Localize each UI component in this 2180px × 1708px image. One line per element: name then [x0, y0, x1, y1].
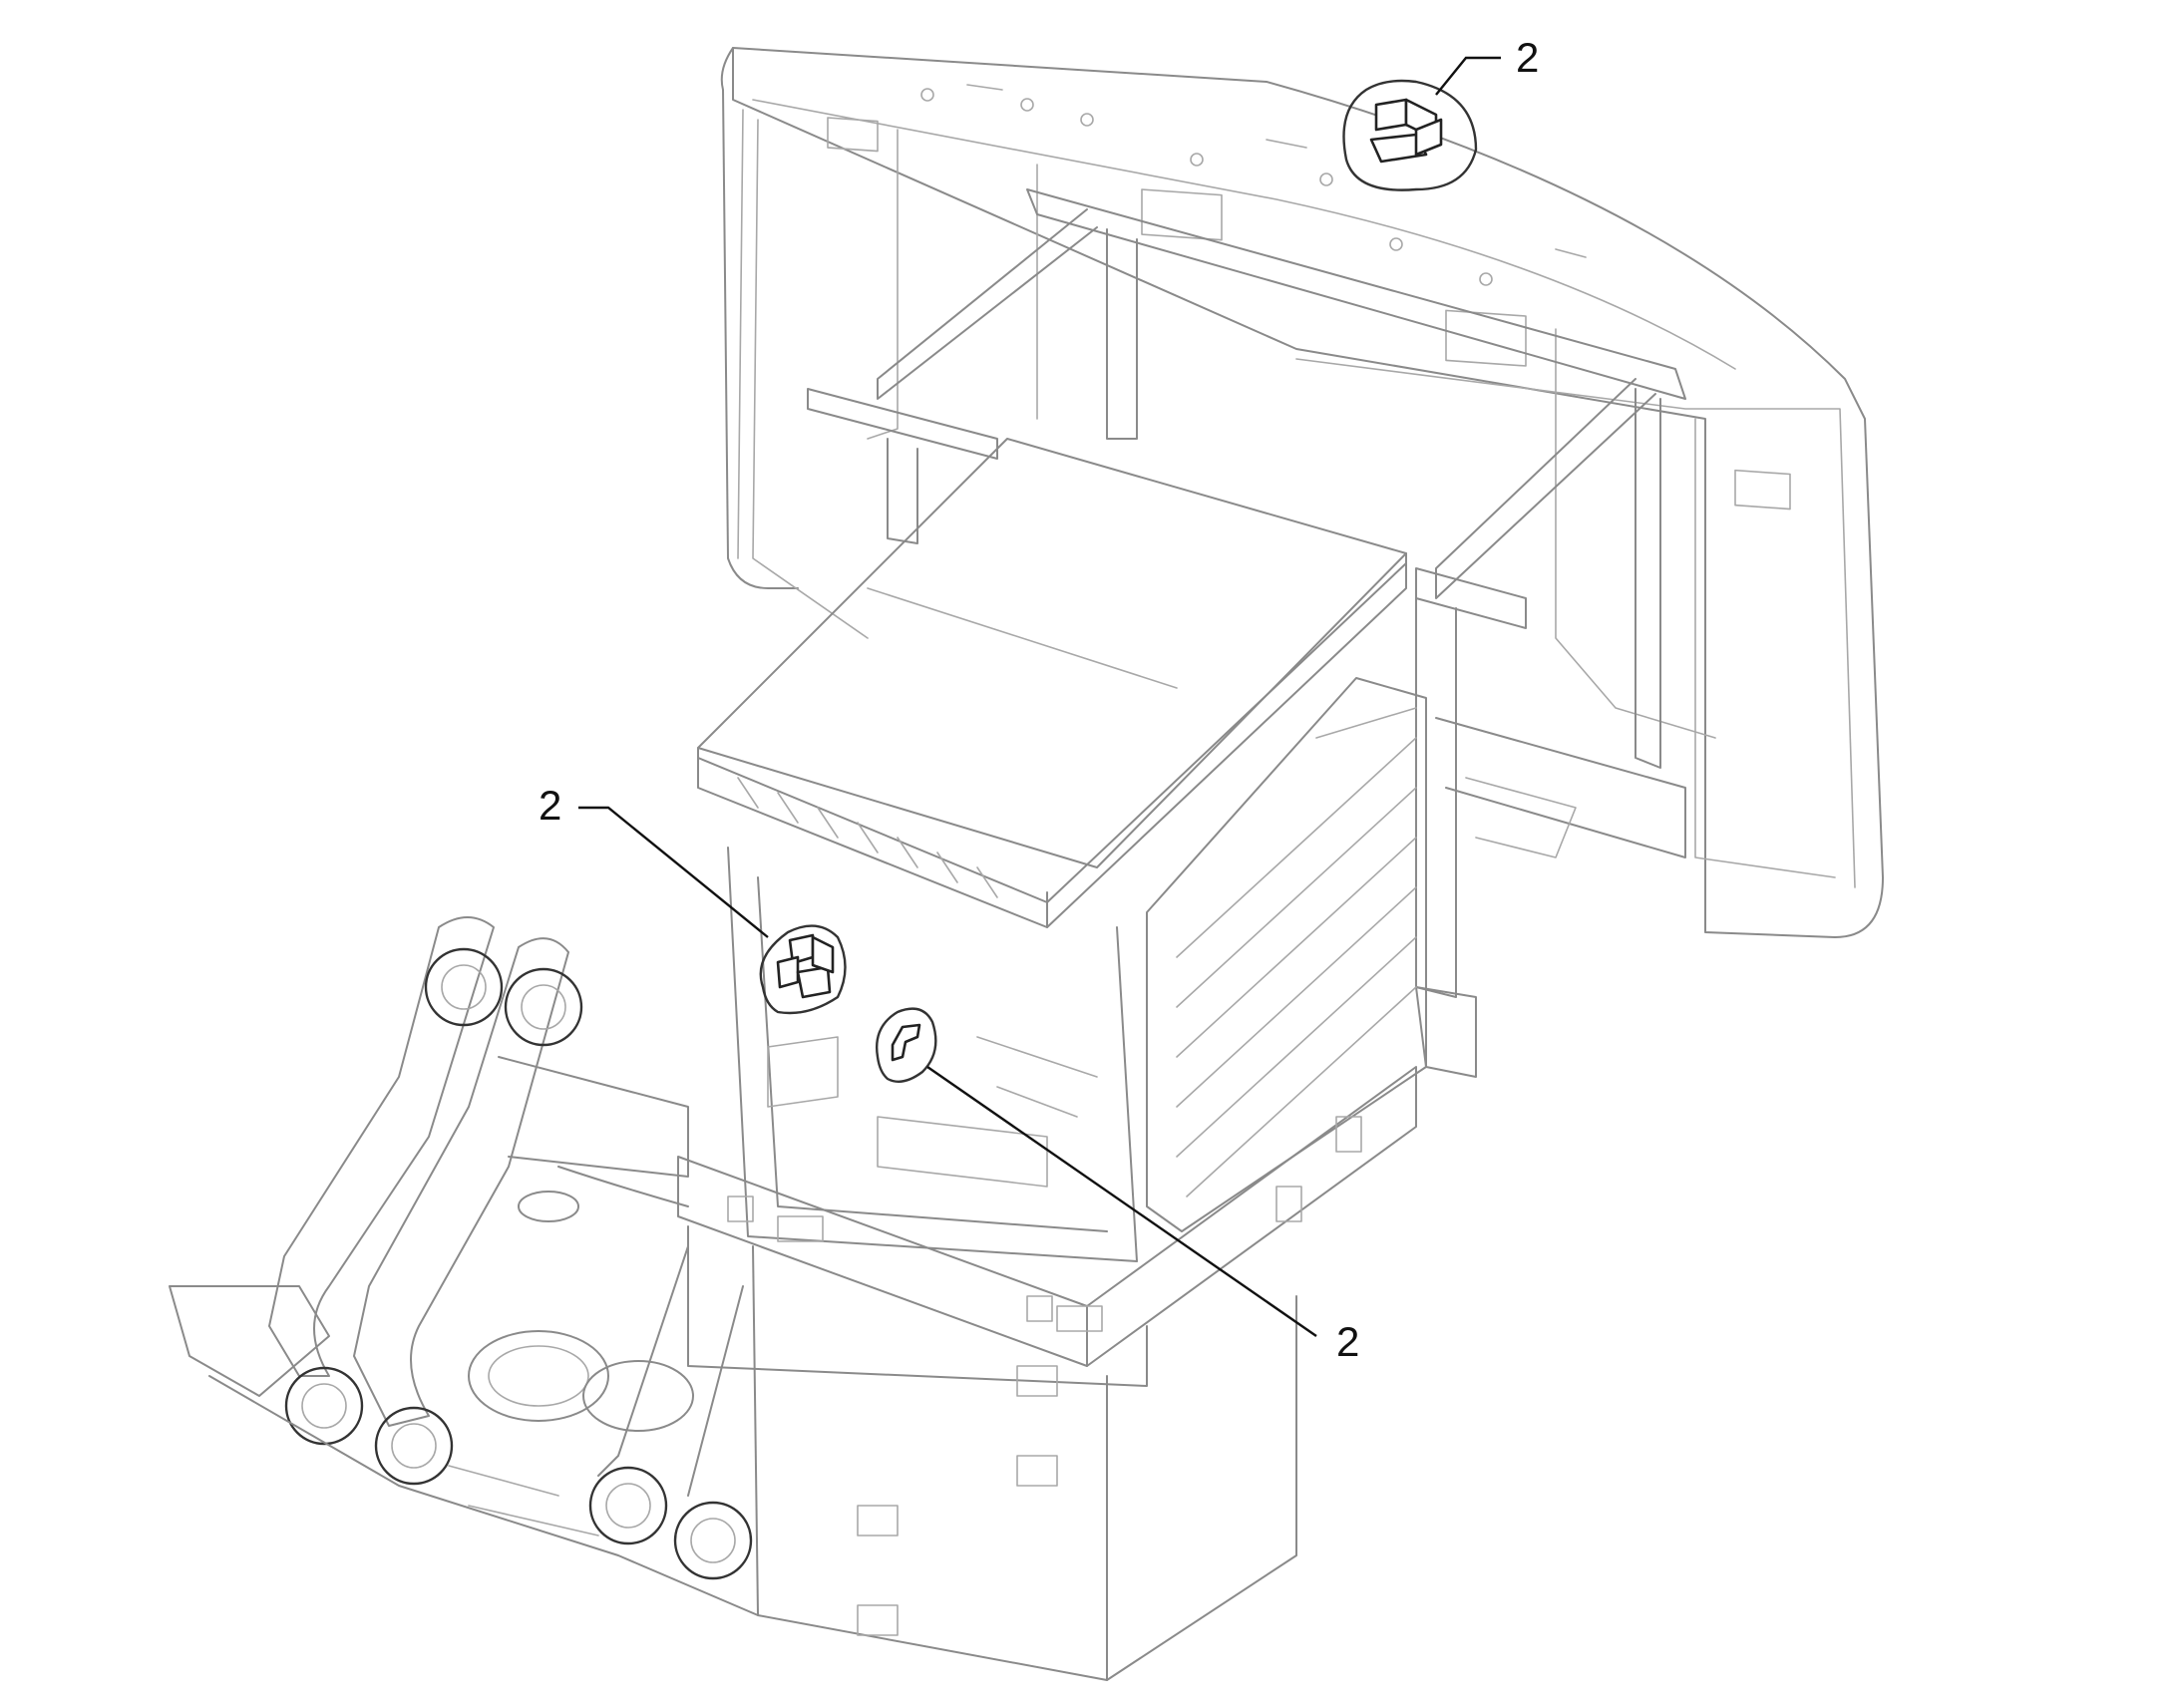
part-2-left	[759, 924, 847, 1015]
part-2-upper	[1342, 79, 1478, 191]
part-2-center	[876, 1007, 937, 1083]
upper-frame-rails	[807, 188, 1686, 1078]
callout-label-left: 2	[539, 782, 561, 829]
callout-label-top: 2	[1516, 34, 1539, 81]
callout-leaders	[578, 56, 1501, 1337]
loader-arms	[169, 916, 759, 1616]
main-enclosure	[677, 438, 1427, 1367]
callout-label-bottom: 2	[1336, 1318, 1359, 1365]
rear-counterweight-frame	[720, 47, 1884, 938]
lower-base-block	[687, 1116, 1362, 1681]
